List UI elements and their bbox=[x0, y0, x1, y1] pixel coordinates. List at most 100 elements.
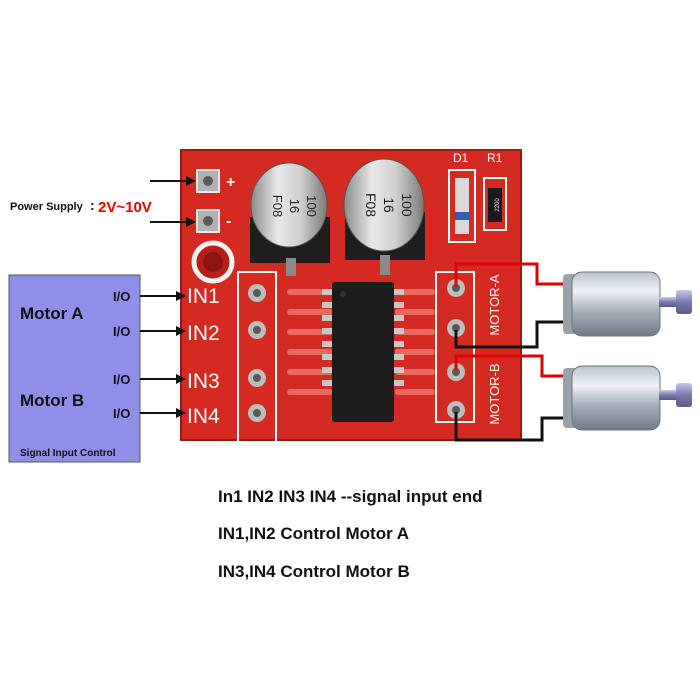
ic-pin bbox=[322, 302, 334, 308]
power-plus-arrow-head bbox=[186, 176, 196, 186]
ic-pin bbox=[392, 380, 404, 386]
ic-pin bbox=[392, 367, 404, 373]
io-arrows: I/O I/O I/O I/O bbox=[113, 289, 186, 421]
pad-in3-hole bbox=[253, 374, 261, 382]
label-in2: IN2 bbox=[187, 322, 220, 345]
ic-pin bbox=[322, 354, 334, 360]
wire-motor-b-black bbox=[454, 412, 566, 442]
pad-motor-b1-hole bbox=[452, 368, 460, 376]
io-arrow-head-4 bbox=[176, 408, 186, 418]
input-pad-frame bbox=[237, 271, 277, 443]
motor-b-can bbox=[571, 365, 661, 431]
power-supply-colon: : bbox=[90, 197, 95, 213]
ic-pin bbox=[322, 341, 334, 347]
ic-pin bbox=[392, 302, 404, 308]
driver-ic bbox=[322, 282, 404, 422]
label-in3: IN3 bbox=[187, 370, 220, 393]
label-in4: IN4 bbox=[187, 405, 220, 428]
capacitor-left: 100 16 F08 bbox=[250, 162, 330, 276]
input-pad-column bbox=[237, 271, 277, 443]
cap-right-can bbox=[343, 158, 425, 252]
io-arrow-head-1 bbox=[176, 291, 186, 301]
ic-pin bbox=[392, 289, 404, 295]
cap-right-line3: F08 bbox=[363, 193, 379, 217]
motor-wires bbox=[454, 262, 566, 442]
r1-label: R1 bbox=[487, 151, 503, 165]
capacitor-right: 100 16 F08 bbox=[343, 158, 425, 275]
cap-right-line2: 16 bbox=[381, 197, 397, 213]
cap-right-line1: 100 bbox=[399, 193, 415, 217]
ic-pin bbox=[322, 367, 334, 373]
ic-pin bbox=[392, 354, 404, 360]
pcb-plus-label: + bbox=[226, 174, 235, 191]
caption-motor-a-control: IN1,IN2 Control Motor A bbox=[218, 524, 410, 543]
motor-b-shaft bbox=[659, 390, 677, 400]
power-minus-arrow-head bbox=[186, 217, 196, 227]
caption-motor-b-control: IN3,IN4 Control Motor B bbox=[218, 562, 410, 581]
diode-body bbox=[455, 178, 469, 234]
signal-box-title: Signal Input Control bbox=[20, 448, 116, 459]
cap-left-line1: 100 bbox=[304, 195, 319, 217]
cap-left-line3: F08 bbox=[270, 195, 285, 217]
ic-pin bbox=[322, 315, 334, 321]
ic-pin bbox=[322, 380, 334, 386]
pad-minus-hole bbox=[203, 216, 213, 226]
motor-a-can bbox=[571, 271, 661, 337]
pad-plus-hole bbox=[203, 176, 213, 186]
pad-in2-hole bbox=[253, 326, 261, 334]
label-in1: IN1 bbox=[187, 285, 220, 308]
motor-b bbox=[563, 365, 692, 431]
ic-pin bbox=[392, 315, 404, 321]
signal-box-motor-b: Motor B bbox=[20, 391, 84, 410]
cap-right-lead bbox=[380, 255, 390, 275]
diode-band bbox=[455, 212, 469, 220]
pad-in4-hole bbox=[253, 409, 261, 417]
motor-pad-column bbox=[435, 271, 475, 423]
power-arrows bbox=[150, 176, 196, 227]
signal-input-box: Motor A Motor B Signal Input Control bbox=[8, 274, 141, 463]
ic-pin bbox=[392, 328, 404, 334]
io-label-4: I/O bbox=[113, 406, 130, 421]
motor-a bbox=[563, 271, 692, 337]
power-supply-label: Power Supply bbox=[10, 201, 84, 213]
io-label-1: I/O bbox=[113, 289, 130, 304]
power-pads bbox=[196, 169, 220, 233]
pcb-minus-label: - bbox=[226, 213, 231, 230]
signal-box-motor-a: Motor A bbox=[20, 304, 84, 323]
mounting-hole-center bbox=[203, 252, 223, 272]
ic-pin bbox=[322, 289, 334, 295]
resistor-outline bbox=[483, 177, 507, 231]
pcb-board: + - 100 16 F08 100 16 F08 bbox=[180, 149, 522, 443]
io-arrow-head-3 bbox=[176, 374, 186, 384]
cap-left-lead bbox=[286, 258, 296, 276]
pad-motor-b2-hole bbox=[452, 406, 460, 414]
cap-right-text: 100 16 F08 bbox=[363, 193, 415, 217]
cap-left-text: 100 16 F08 bbox=[270, 195, 319, 217]
label-motor-b: MOTOR-B bbox=[487, 363, 502, 424]
wire-motor-a-red bbox=[454, 262, 566, 286]
caption-signal-input-end: In1 IN2 IN3 IN4 --signal input end bbox=[218, 487, 483, 506]
motor-a-gear bbox=[676, 290, 692, 314]
power-supply-voltage: 2V~10V bbox=[98, 199, 152, 216]
diode-outline bbox=[448, 169, 476, 243]
io-label-2: I/O bbox=[113, 324, 130, 339]
label-motor-a: MOTOR-A bbox=[487, 274, 502, 335]
ic-pin bbox=[322, 328, 334, 334]
wire-motor-a-black bbox=[454, 320, 566, 349]
io-label-3: I/O bbox=[113, 372, 130, 387]
resistor-body bbox=[488, 188, 502, 222]
motor-b-gear bbox=[676, 383, 692, 407]
ic-dot bbox=[340, 291, 346, 297]
ic-body bbox=[332, 282, 394, 422]
pad-in1-hole bbox=[253, 289, 261, 297]
cap-left-can bbox=[250, 162, 328, 248]
pad-motor-a1-hole bbox=[452, 284, 460, 292]
io-arrow-head-2 bbox=[176, 326, 186, 336]
d1-label: D1 bbox=[453, 151, 469, 165]
motor-a-shaft bbox=[659, 297, 677, 307]
resistor-code: 2200 bbox=[495, 198, 501, 212]
ic-pins bbox=[322, 289, 404, 386]
wire-motor-b-red bbox=[454, 354, 566, 378]
signal-box-bg bbox=[8, 274, 141, 463]
